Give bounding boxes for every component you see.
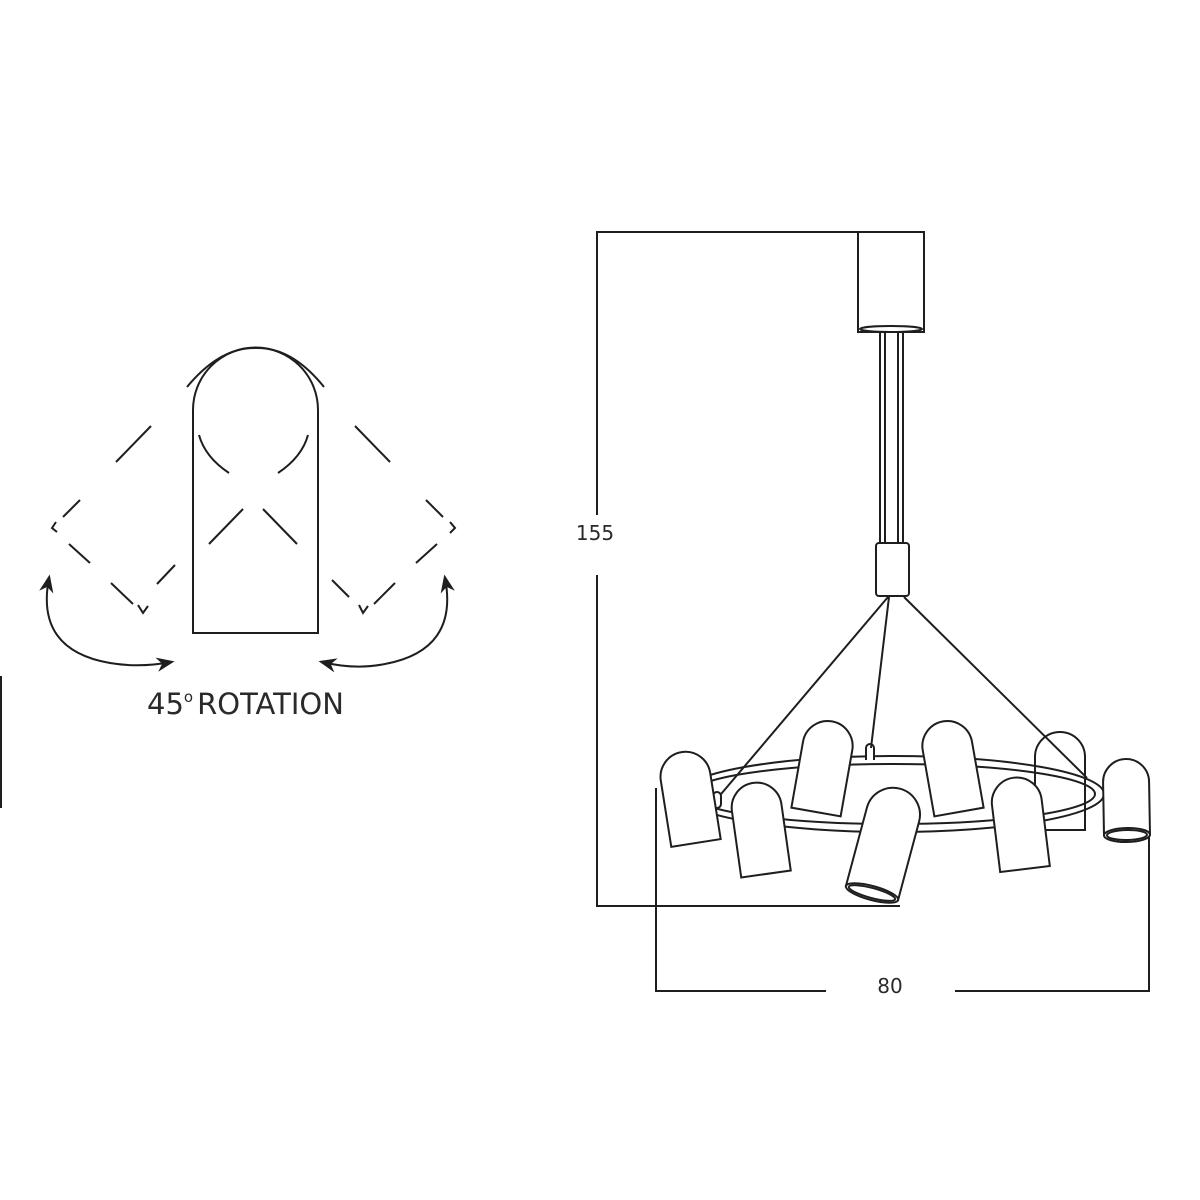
spotlight-far-right [1102, 758, 1152, 844]
degree-mark: o [184, 688, 193, 706]
spotlight-outline [192, 346, 319, 634]
spotlight-center-left-back [790, 720, 854, 818]
rotation-arrow-right [318, 574, 455, 673]
suspension-cables [715, 596, 1088, 801]
spotlight-center-right-back [921, 720, 985, 818]
spotlight-center-front [844, 786, 921, 904]
height-dimension-line [596, 231, 900, 907]
rotated-position-left [50, 425, 176, 615]
spotlight-right-front [990, 776, 1051, 874]
lamps-front [659, 720, 1152, 904]
ceiling-canopy [857, 231, 925, 333]
rotation-arc-top-right [255, 346, 325, 388]
height-dimension-label: 155 [576, 521, 614, 545]
chandelier-diagram: 155 80 [576, 231, 1152, 998]
rotated-position-right [331, 425, 457, 615]
rotation-arrow-left [39, 574, 175, 672]
spotlight-left-front [730, 781, 792, 879]
interior-cross-marks [198, 434, 309, 545]
edge-bar [0, 676, 2, 808]
lamps-back [1034, 731, 1086, 831]
spotlight-left-back [659, 750, 722, 849]
spotlight-back-right [1034, 731, 1086, 831]
rod-connector [875, 542, 910, 597]
suspension-rods [879, 332, 904, 543]
width-dimension-label: 80 [877, 974, 902, 998]
rotation-angle-number: 45 [147, 687, 184, 721]
width-dimension-line [655, 788, 1150, 992]
rotation-word: ROTATION [197, 687, 344, 721]
rotation-arc-top-left [186, 346, 257, 388]
